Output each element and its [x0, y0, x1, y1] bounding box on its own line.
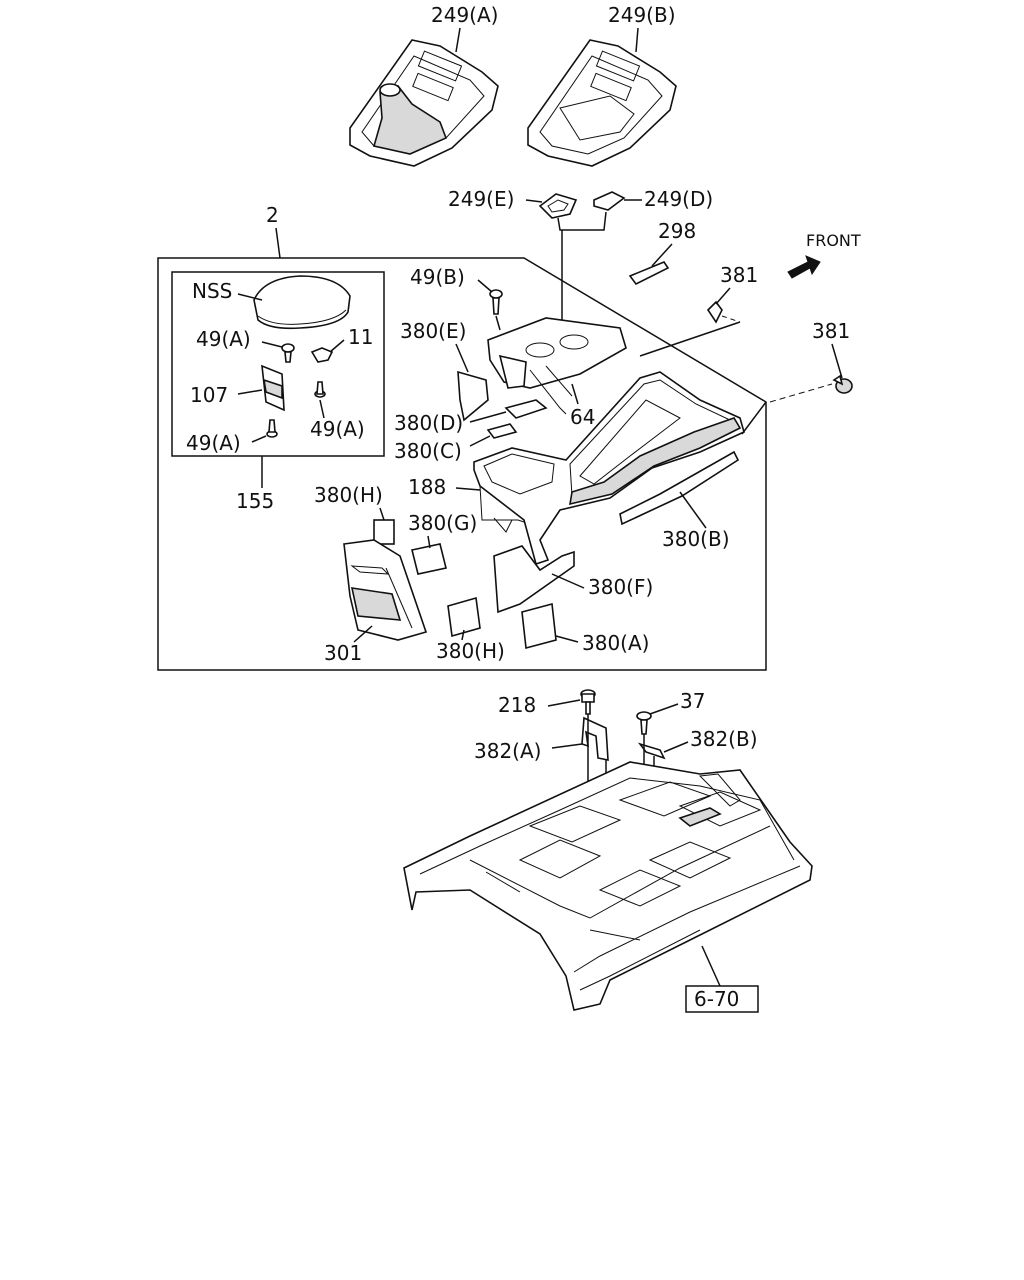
assembly-2-frame [157, 257, 767, 671]
clip-381-upper [706, 300, 723, 324]
pad-380c [486, 423, 518, 439]
bracket-382a [581, 716, 609, 761]
cover-249d [593, 191, 626, 211]
front-label: FRONT [806, 231, 861, 250]
callout-107: 107 [190, 383, 228, 407]
bolt-218 [580, 689, 596, 715]
callout-301: 301 [324, 641, 362, 665]
bolt-37 [636, 711, 652, 735]
callout-380a: 380(A) [582, 631, 649, 655]
callout-218: 218 [498, 693, 536, 717]
callout-37: 37 [680, 689, 705, 713]
callout-380h-lower: 380(H) [436, 639, 505, 663]
callout-298: 298 [658, 219, 696, 243]
callout-380f: 380(F) [588, 575, 653, 599]
reference-box-6-70 [685, 985, 759, 1013]
callout-380g: 380(G) [408, 511, 477, 535]
pad-380e [457, 370, 489, 422]
screw-49b [489, 289, 503, 315]
callout-380d: 380(D) [394, 411, 463, 435]
callout-155: 155 [236, 489, 274, 513]
panel-380f [493, 545, 575, 614]
armrest-subassembly-frame [171, 271, 385, 457]
callout-380c: 380(C) [394, 439, 462, 463]
callout-49a-2: 49(A) [310, 417, 365, 441]
callout-188: 188 [408, 475, 446, 499]
callout-6-70: 6-70 [694, 987, 739, 1011]
rear-panel-301 [343, 539, 428, 641]
pad-380g [411, 543, 447, 575]
pad-380d [504, 399, 548, 419]
pad-380h-lower [447, 596, 481, 638]
callout-382a: 382(A) [474, 739, 541, 763]
callout-249d: 249(D) [644, 187, 713, 211]
callout-2: 2 [266, 203, 279, 227]
front-arrow-icon [787, 255, 821, 279]
pad-298 [628, 261, 670, 286]
callout-381-upper: 381 [720, 263, 758, 287]
screw-49a-right [314, 381, 326, 398]
pad-380a [521, 602, 557, 650]
cupholder-tray-64 [487, 317, 627, 415]
center-console-188 [473, 371, 745, 566]
callout-249a: 249(A) [431, 3, 498, 27]
clip-381-lower [832, 374, 853, 394]
callout-249b: 249(B) [608, 3, 676, 27]
callout-380e: 380(E) [400, 319, 466, 343]
callout-49a-3: 49(A) [186, 431, 241, 455]
callout-49b: 49(B) [410, 265, 465, 289]
callout-249e: 249(E) [448, 187, 514, 211]
callout-64: 64 [570, 405, 595, 429]
callout-49a-1: 49(A) [196, 327, 251, 351]
callout-380h-upper: 380(H) [314, 483, 383, 507]
cover-249e [538, 193, 578, 219]
armrest-lid [253, 275, 351, 330]
callout-381-lower: 381 [812, 319, 850, 343]
shift-bezel-a [349, 39, 499, 167]
callout-nss: NSS [192, 279, 232, 303]
screw-49a-bottom [266, 419, 278, 438]
callout-382b: 382(B) [690, 727, 758, 751]
shift-bezel-b [527, 39, 677, 167]
floor-panel [403, 761, 813, 1011]
screw-49a-top [281, 343, 295, 363]
callout-11: 11 [348, 325, 373, 349]
pad-380h-upper [373, 519, 395, 545]
callout-380b: 380(B) [662, 527, 730, 551]
latch-107 [261, 364, 285, 412]
pad-380b [619, 450, 740, 526]
clip-11 [310, 347, 334, 363]
